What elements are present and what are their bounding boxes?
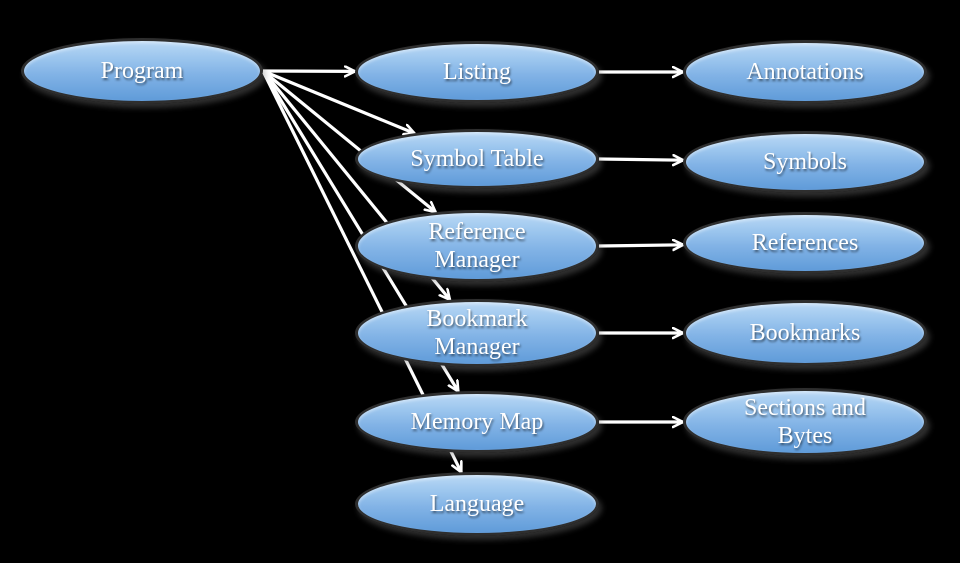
- node-label-program: Program: [100, 57, 184, 84]
- node-label-reference-manager: Reference Manager: [428, 218, 526, 273]
- node-label-memory-map: Memory Map: [410, 408, 544, 435]
- node-symbols: Symbols: [683, 131, 927, 193]
- node-annotations: Annotations: [683, 40, 927, 104]
- node-label-bookmarks: Bookmarks: [749, 319, 861, 346]
- node-label-bookmark-manager: Bookmark Manager: [426, 305, 528, 360]
- edge-reference-manager-to-references: [598, 245, 683, 246]
- node-listing: Listing: [355, 41, 599, 103]
- node-label-references: References: [751, 229, 859, 256]
- node-label-symbol-table: Symbol Table: [410, 145, 544, 172]
- node-reference-manager: Reference Manager: [355, 210, 599, 282]
- node-label-language: Language: [429, 490, 525, 517]
- edge-program-to-reference-manager: [261, 69, 436, 212]
- node-label-symbols: Symbols: [762, 148, 848, 175]
- node-references: References: [683, 212, 927, 274]
- node-label-annotations: Annotations: [746, 58, 864, 85]
- node-program: Program: [21, 38, 263, 104]
- node-bookmark-manager: Bookmark Manager: [355, 299, 599, 367]
- node-sections-bytes: Sections and Bytes: [683, 388, 927, 456]
- node-label-sections-bytes: Sections and Bytes: [744, 394, 866, 449]
- node-bookmarks: Bookmarks: [683, 300, 927, 366]
- node-label-listing: Listing: [442, 58, 511, 85]
- node-memory-map: Memory Map: [355, 391, 599, 453]
- node-symbol-table: Symbol Table: [355, 129, 599, 189]
- edge-program-to-symbol-table: [262, 69, 414, 133]
- edge-group: [261, 69, 683, 472]
- node-language: Language: [355, 472, 599, 536]
- edge-symbol-table-to-symbols: [598, 159, 683, 160]
